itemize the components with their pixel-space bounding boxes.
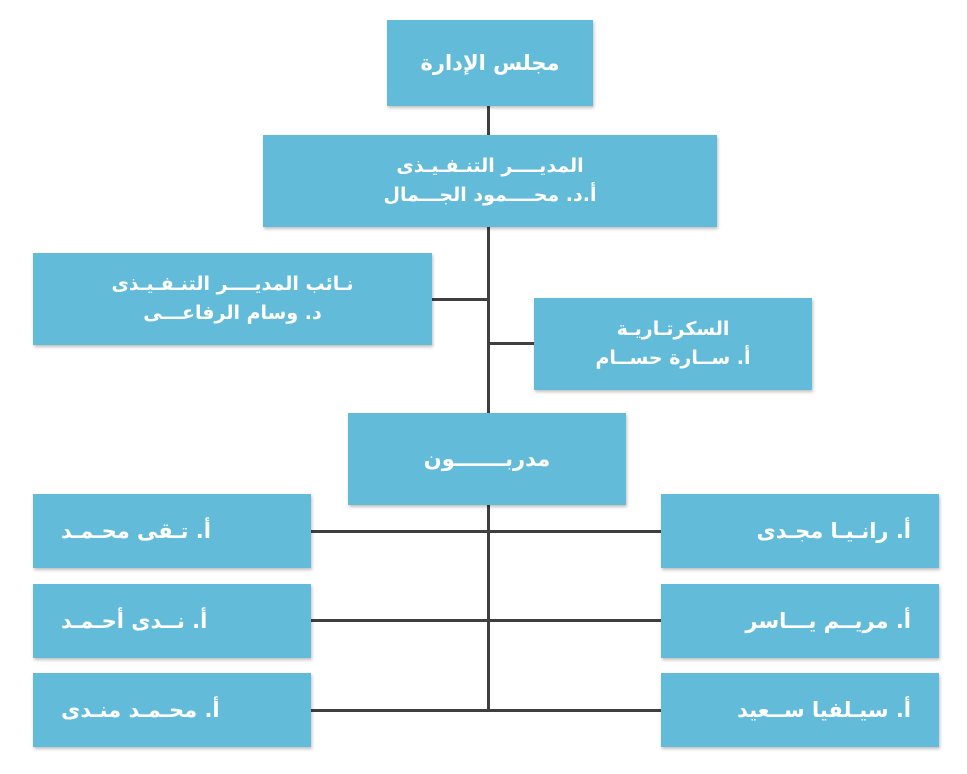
deputy-director-box: نـائب المديــــر التنـفـيـذى د. وسام الر… xyxy=(33,253,432,345)
trainer-name: أ. محـمـد منـدى xyxy=(61,697,220,722)
executive-director-title: المديــــر التنـفـيـذى xyxy=(396,154,584,177)
executive-director-name: أ.د. محــــمود الجـــمال xyxy=(383,184,597,206)
trainer-box-left-1: أ. تـقى محـمـد xyxy=(33,494,311,568)
secretariat-title: السكرتـاريـة xyxy=(616,317,730,340)
trainers-box: مدربـــــــون xyxy=(348,413,626,505)
board-title: مجلس الإدارة xyxy=(420,50,560,75)
trainer-box-right-3: أ. سيـلفيا ســعيد xyxy=(661,673,939,747)
trainer-box-left-3: أ. محـمـد منـدى xyxy=(33,673,311,747)
trainer-row-3-connector xyxy=(310,709,661,712)
secretariat-name: أ. ســارة حســام xyxy=(595,347,751,369)
trainer-box-left-2: أ. نــدى أحـمـد xyxy=(33,584,311,658)
board-box: مجلس الإدارة xyxy=(387,20,593,106)
secretariat-connector xyxy=(488,342,534,345)
trainer-name: أ. سيـلفيا ســعيد xyxy=(737,697,911,722)
deputy-director-title: نـائب المديــــر التنـفـيـذى xyxy=(111,272,354,295)
trainer-box-right-1: أ. رانـيـا مجـدى xyxy=(661,494,939,568)
main-vertical-connector xyxy=(487,105,490,712)
trainer-row-2-connector xyxy=(310,619,661,622)
trainer-box-right-2: أ. مريــم يـــاسر xyxy=(661,584,939,658)
deputy-connector xyxy=(432,298,489,301)
trainer-name: أ. نــدى أحـمـد xyxy=(61,608,208,633)
trainer-name: أ. مريــم يـــاسر xyxy=(745,608,911,633)
trainer-row-1-connector xyxy=(310,530,661,533)
trainer-name: أ. رانـيـا مجـدى xyxy=(756,518,911,543)
executive-director-box: المديــــر التنـفـيـذى أ.د. محــــمود ال… xyxy=(263,135,717,227)
deputy-director-name: د. وسام الرفاعـــى xyxy=(143,302,322,324)
secretariat-box: السكرتـاريـة أ. ســارة حســام xyxy=(534,298,812,390)
trainers-title: مدربـــــــون xyxy=(423,446,551,471)
trainer-name: أ. تـقى محـمـد xyxy=(61,518,211,543)
